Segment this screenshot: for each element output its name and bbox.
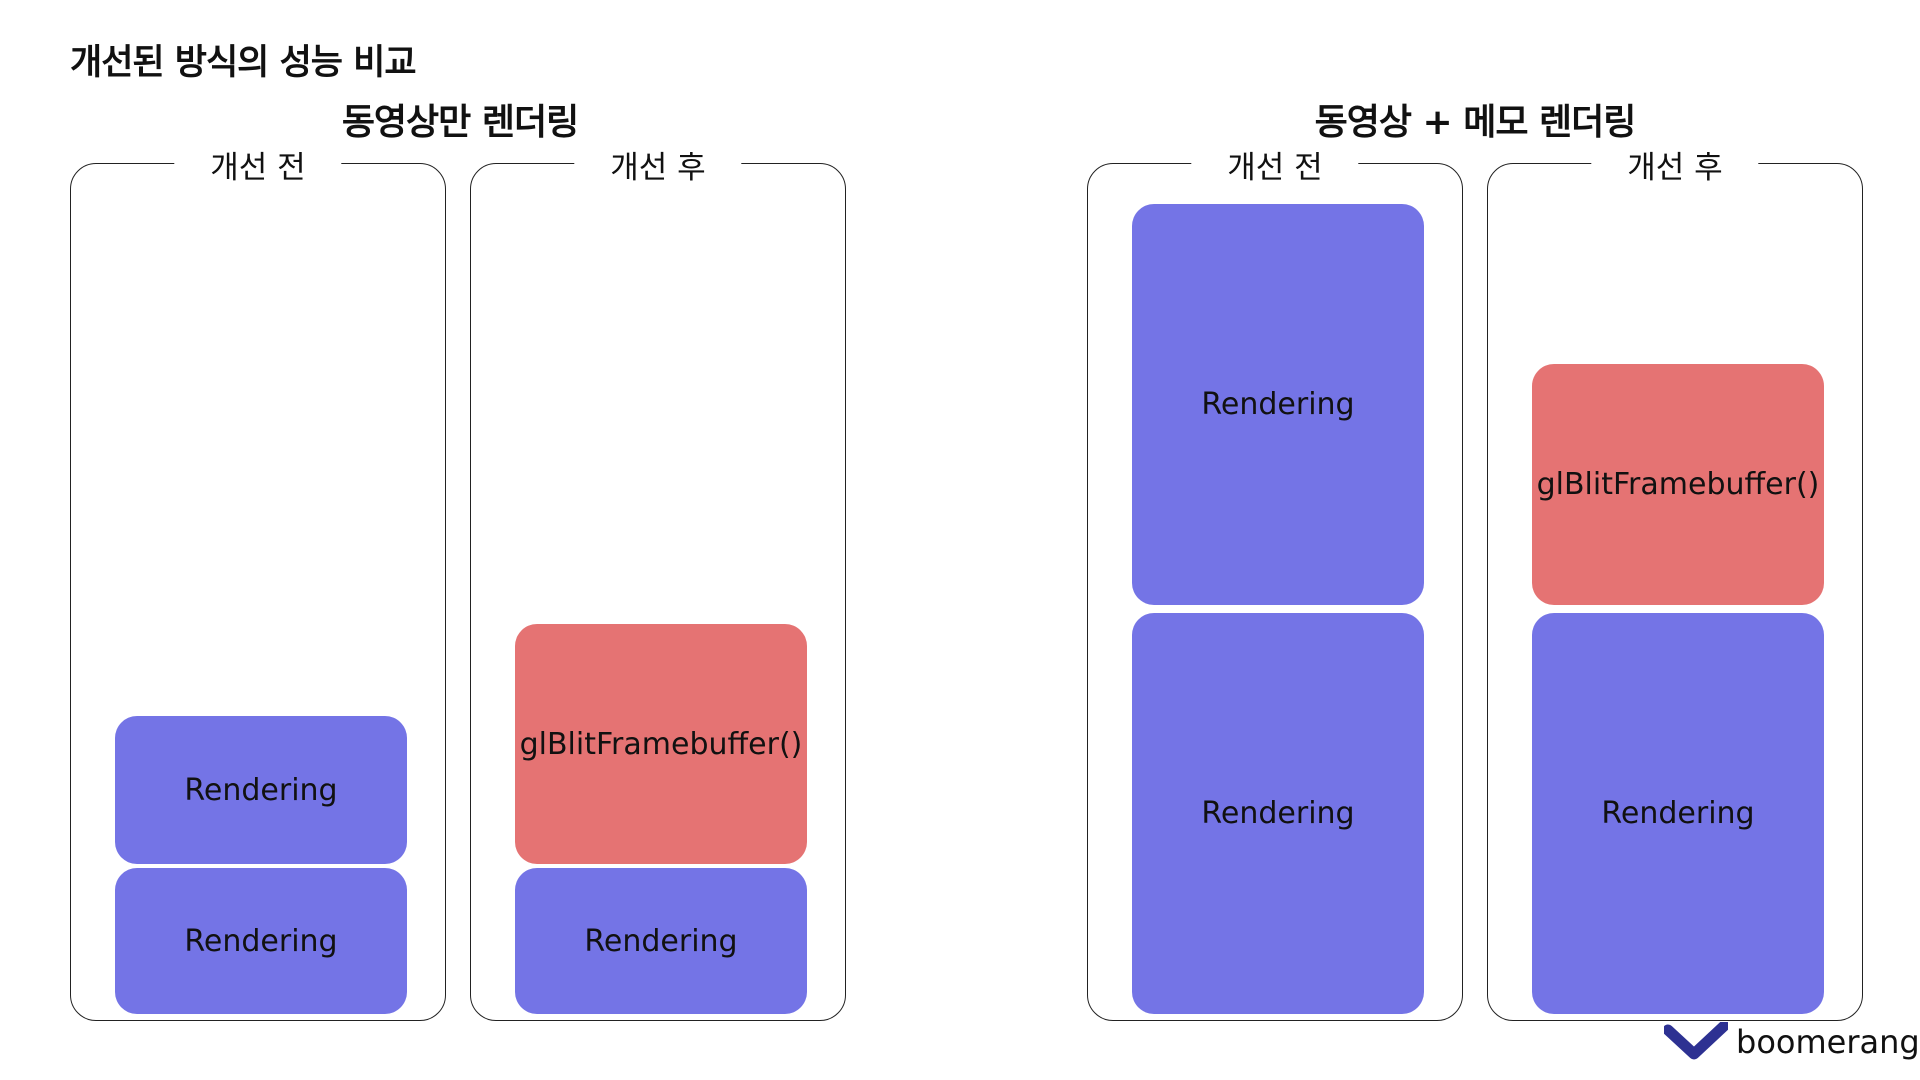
rendering-block: Rendering (115, 716, 407, 864)
section-title-video-memo: 동영상 + 메모 렌더링 (1314, 102, 1637, 143)
panel-label: 개선 후 (1591, 142, 1759, 187)
panel-label: 개선 전 (1191, 142, 1359, 187)
panel-video-memo-after: 개선 후 glBlitFramebuffer() Rendering (1487, 142, 1863, 1021)
rendering-block: Rendering (1132, 204, 1424, 605)
blit-framebuffer-block: glBlitFramebuffer() (1532, 364, 1824, 605)
panel-video-only-after: 개선 후 glBlitFramebuffer() Rendering (470, 142, 846, 1021)
rendering-block: Rendering (1132, 613, 1424, 1014)
rendering-block: Rendering (515, 868, 807, 1014)
rendering-block: Rendering (115, 868, 407, 1014)
page-title: 개선된 방식의 성능 비교 (70, 43, 417, 83)
panel-label: 개선 전 (174, 142, 342, 187)
section-title-video-only: 동영상만 렌더링 (341, 102, 579, 143)
boomerang-logo: boomerang (1664, 1022, 1920, 1062)
blit-framebuffer-block: glBlitFramebuffer() (515, 624, 807, 864)
logo-text: boomerang (1736, 1023, 1920, 1061)
panel-video-only-before: 개선 전 Rendering Rendering (70, 142, 446, 1021)
boomerang-chevron-icon (1664, 1022, 1728, 1060)
panel-label: 개선 후 (574, 142, 742, 187)
rendering-block: Rendering (1532, 613, 1824, 1014)
panel-video-memo-before: 개선 전 Rendering Rendering (1087, 142, 1463, 1021)
